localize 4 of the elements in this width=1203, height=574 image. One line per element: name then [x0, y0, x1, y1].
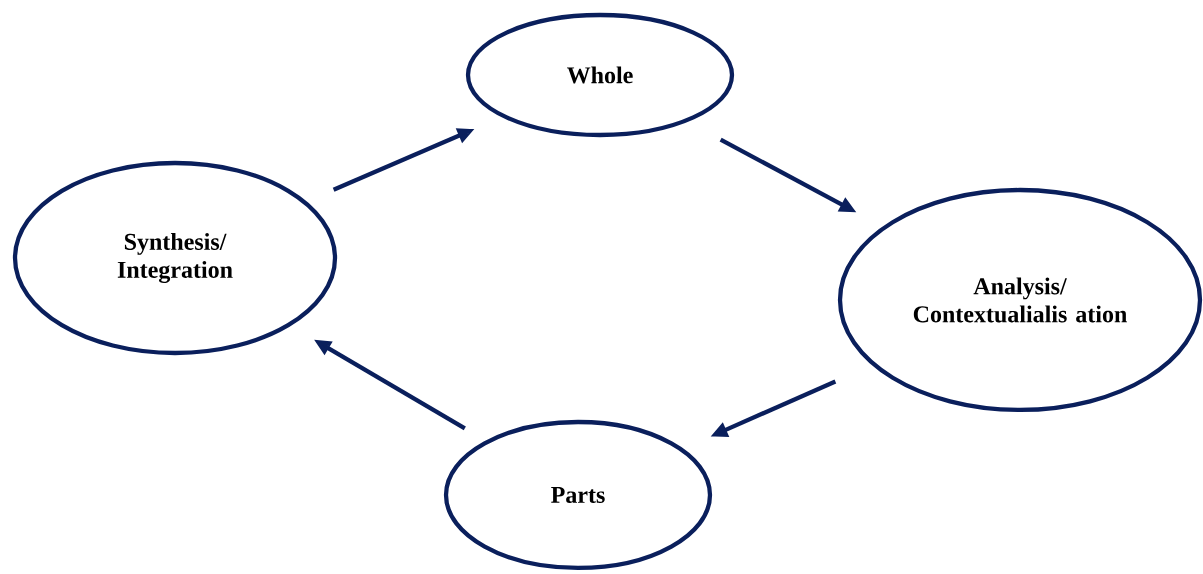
- ellipse-node: Synthesis/ Integration: [12, 160, 338, 356]
- ellipse-node: Analysis/ Contextualialis ation: [837, 187, 1203, 413]
- ellipse-node: Whole: [465, 12, 735, 138]
- ellipse-node: Parts: [443, 419, 713, 571]
